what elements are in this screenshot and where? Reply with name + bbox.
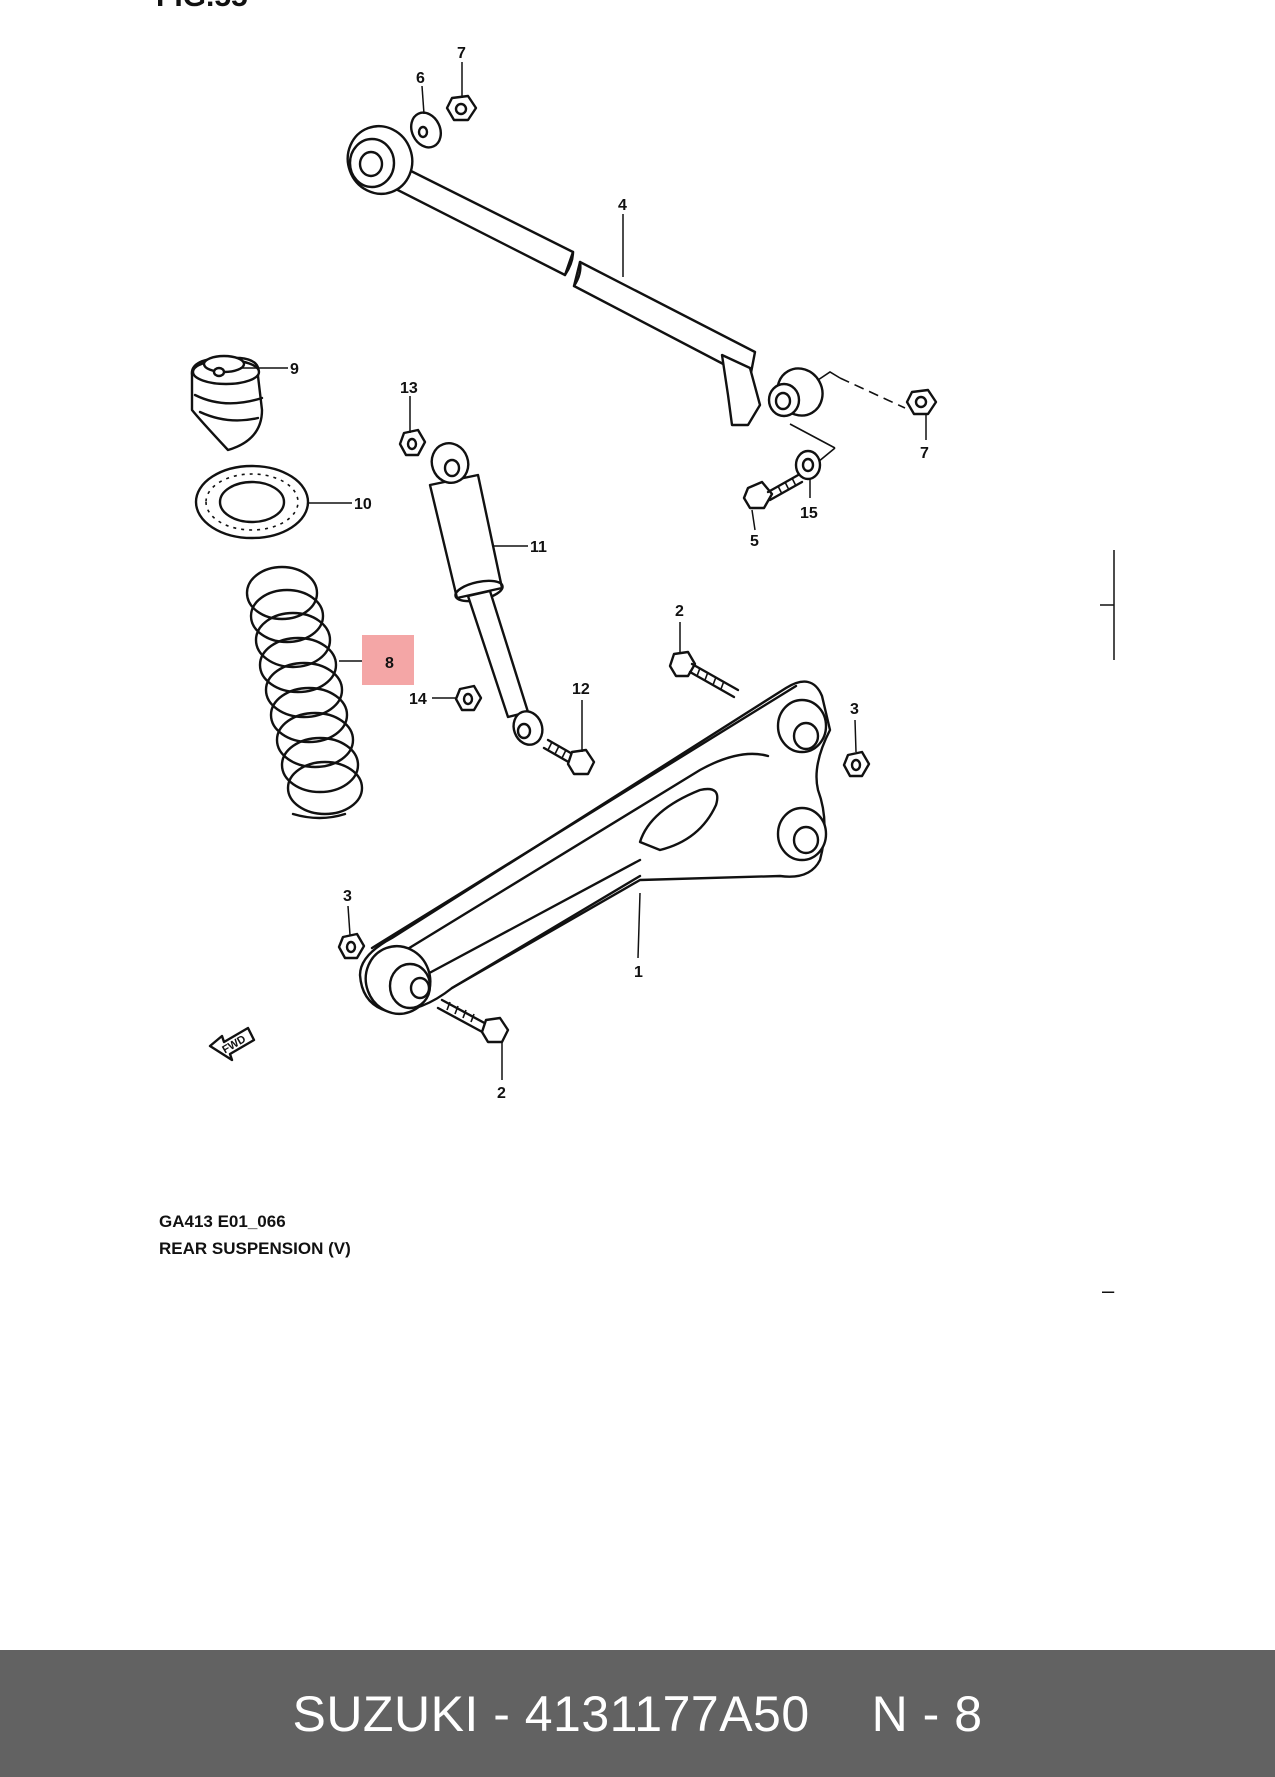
diagram-caption: REAR SUSPENSION (V) — [159, 1239, 351, 1258]
callout-6[interactable]: 6 — [416, 70, 425, 87]
fwd-arrow-icon: FWD — [208, 1026, 256, 1062]
callout-9[interactable]: 9 — [290, 361, 299, 378]
callout-5[interactable]: 5 — [750, 533, 759, 550]
callout-2-bottom[interactable]: 2 — [497, 1085, 506, 1102]
callout-4[interactable]: 4 — [618, 197, 627, 214]
bolt-part-5 — [742, 472, 804, 510]
part-number-footer: SUZUKI - 4131177A50 N - 8 — [0, 1650, 1275, 1777]
callout-7-right[interactable]: 7 — [920, 445, 929, 462]
figure-label: FIG.55 — [156, 0, 248, 13]
callout-3-left[interactable]: 3 — [343, 888, 352, 905]
callout-3-right[interactable]: 3 — [850, 701, 859, 718]
bump-stop-part-9 — [190, 354, 264, 452]
callout-11[interactable]: 11 — [530, 539, 547, 556]
callout-14[interactable]: 14 — [409, 691, 427, 708]
shock-absorber-part-11 — [428, 442, 544, 746]
callout-7-top[interactable]: 7 — [457, 45, 466, 62]
brand-part-number: SUZUKI - 4131177A50 — [292, 1685, 810, 1742]
washer-part-6 — [410, 111, 442, 149]
coil-spring-part-8 — [245, 565, 364, 820]
highlight-box — [362, 635, 414, 685]
callout-8[interactable]: 8 — [385, 655, 394, 672]
callouts: 7 6 4 9 13 7 10 11 5 15 8 2 14 12 3 3 1 … — [290, 45, 929, 1102]
nut-part-7-right — [905, 388, 938, 416]
washer-part-15 — [794, 449, 822, 481]
callout-1[interactable]: 1 — [634, 964, 643, 981]
trailing-arm-part-1 — [358, 680, 832, 1015]
side-mark: – — [1102, 1278, 1115, 1303]
callout-10[interactable]: 10 — [354, 496, 372, 513]
nut-part-13 — [398, 428, 427, 457]
callout-12[interactable]: 12 — [572, 681, 590, 698]
nut-part-3-right — [842, 750, 871, 778]
nut-part-14 — [454, 684, 483, 712]
diagram-code: GA413 E01_066 — [159, 1212, 286, 1231]
diagram-position: N - 8 — [871, 1685, 983, 1742]
lateral-rod — [346, 125, 906, 463]
leader-lines — [240, 62, 927, 1080]
nut-part-7-top — [445, 94, 478, 122]
callout-2-top[interactable]: 2 — [675, 603, 684, 620]
callout-13[interactable]: 13 — [400, 380, 418, 397]
spring-seat-part-10 — [194, 464, 310, 540]
bolt-part-2-bottom — [436, 998, 510, 1044]
nut-part-3-left — [337, 932, 366, 960]
bolt-part-2-top — [668, 650, 740, 699]
parts-diagram: FIG.55 — [156, 0, 1115, 1303]
bolt-part-12 — [542, 738, 596, 776]
callout-15[interactable]: 15 — [800, 505, 818, 522]
